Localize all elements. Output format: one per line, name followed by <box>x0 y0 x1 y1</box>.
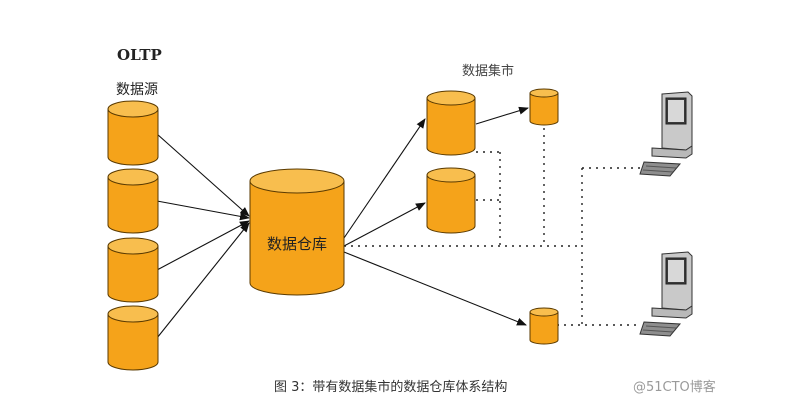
desktop-computer-icon <box>639 251 693 337</box>
arrow-src3-warehouse <box>156 220 250 271</box>
arrow-mart1-mart3 <box>475 106 529 125</box>
data-source-label: 数据源 <box>116 82 158 98</box>
source-db-3 <box>107 237 159 303</box>
data-warehouse-db <box>249 168 345 296</box>
arrow-warehouse-mart2 <box>343 202 426 247</box>
arrow-warehouse-mart1 <box>343 118 426 239</box>
watermark: @51CTO博客 <box>633 380 716 395</box>
arrow-src2-warehouse <box>156 200 250 221</box>
data-mart-db-4 <box>529 307 559 345</box>
source-db-2 <box>107 168 159 234</box>
figure-caption: 图 3：带有数据集市的数据仓库体系结构 <box>274 380 508 395</box>
source-db-4 <box>107 305 159 371</box>
arrow-warehouse-mart4 <box>343 251 527 326</box>
data-mart-label: 数据集市 <box>462 64 515 79</box>
connection-lines <box>156 106 529 339</box>
source-db-1 <box>107 100 159 166</box>
arrow-src1-warehouse <box>156 133 250 217</box>
oltp-label: OLTP <box>117 46 162 64</box>
dotted-connections <box>344 128 640 326</box>
arrow-src4-warehouse <box>156 222 250 339</box>
data-mart-db-2 <box>426 167 476 234</box>
data-mart-db-1 <box>426 90 476 156</box>
warehouse-label: 数据仓库 <box>267 235 327 253</box>
data-mart-db-3 <box>529 88 559 126</box>
desktop-computer-icon <box>639 91 693 177</box>
